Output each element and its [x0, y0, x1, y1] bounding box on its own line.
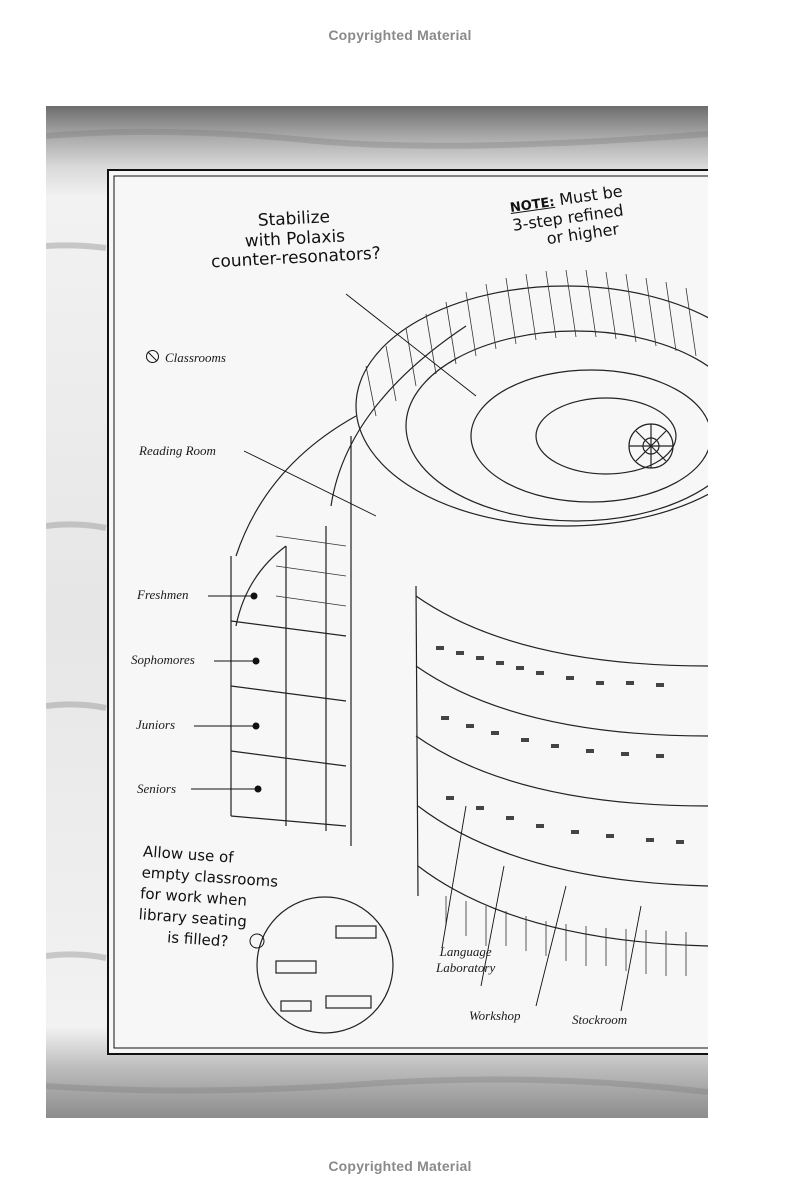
footer-copyright: Copyrighted Material	[328, 1158, 472, 1174]
language-laboratory-label: Language Laboratory	[436, 944, 496, 975]
workshop-label: Workshop	[469, 1008, 521, 1023]
juniors-label: Juniors	[136, 717, 175, 732]
sophomores-label: Sophomores	[131, 652, 195, 667]
header-copyright: Copyrighted Material	[328, 27, 472, 43]
reading-room-label: Reading Room	[139, 443, 216, 458]
library-cutaway-drawing	[46, 128, 708, 1095]
stabilize-note: Stabilize with Polaxis counter-resonator…	[210, 207, 382, 273]
illustration-plate: Classrooms Reading Room Freshmen Sophomo…	[46, 106, 708, 1118]
classrooms-label: Classrooms	[146, 350, 226, 366]
freshmen-label: Freshmen	[137, 587, 189, 602]
classroom-use-note: Allow use of empty classrooms for work w…	[138, 842, 279, 951]
classrooms-symbol-icon	[146, 350, 159, 363]
stockroom-label: Stockroom	[572, 1012, 628, 1027]
seniors-label: Seniors	[137, 781, 176, 796]
